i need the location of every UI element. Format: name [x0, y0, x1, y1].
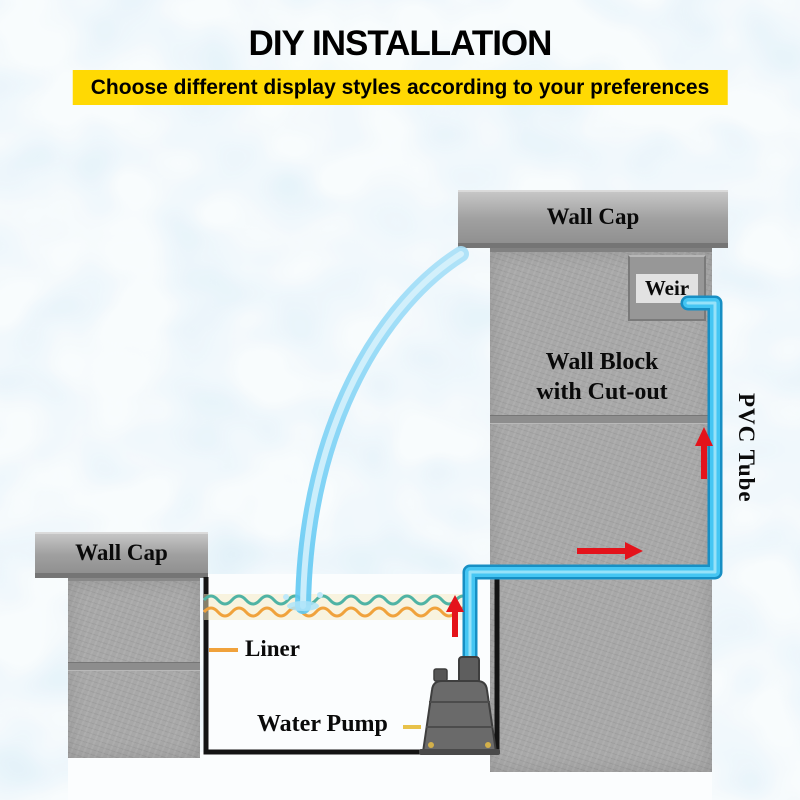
- right-wall-block: [490, 248, 712, 772]
- subtitle-banner: Choose different display styles accordin…: [72, 70, 728, 105]
- mortar-line: [490, 416, 712, 423]
- water-pump-label: Water Pump: [257, 711, 388, 737]
- right-wall-cap-label: Wall Cap: [546, 203, 640, 229]
- pvc-tube-label: PVC Tube: [734, 393, 759, 503]
- right-wall-cap: Wall Cap: [458, 190, 728, 248]
- wall-block-label: Wall Block with Cut-out: [536, 349, 668, 405]
- left-wall-cap-label: Wall Cap: [75, 539, 168, 565]
- mortar-line: [490, 572, 712, 579]
- weir-block: Weir: [628, 255, 706, 321]
- mortar-line: [68, 663, 200, 670]
- liner-label: Liner: [245, 636, 300, 661]
- page-title: DIY INSTALLATION: [248, 24, 553, 63]
- left-wall-block: [68, 578, 200, 758]
- left-wall-cap: Wall Cap: [35, 532, 208, 578]
- weir-label: Weir: [635, 273, 699, 303]
